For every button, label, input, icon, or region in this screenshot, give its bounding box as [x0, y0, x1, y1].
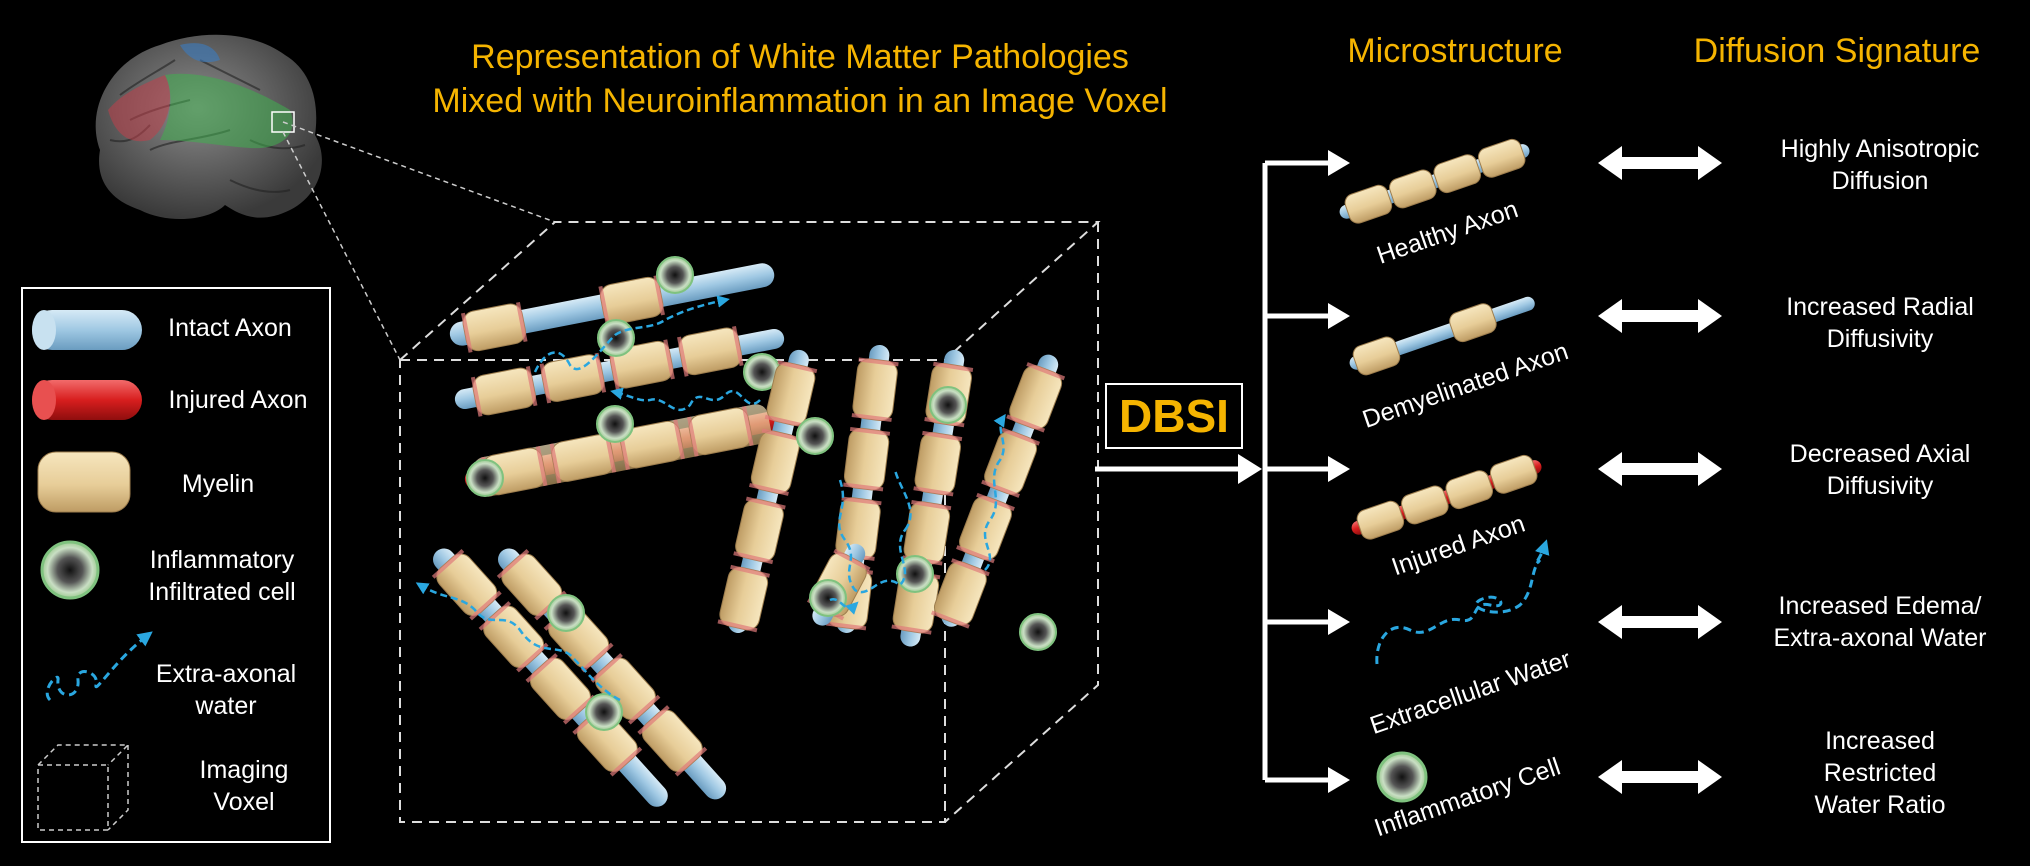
signature-4-line-1: Increased Edema/ [1779, 592, 1982, 620]
legend-label-water-line-1: Extra-axonal [156, 660, 296, 688]
imaging-voxel-icon [37, 744, 130, 831]
brain-illustration [95, 34, 556, 361]
legend-label-myelin: Myelin [182, 470, 254, 498]
title-line-2: Mixed with Neuroinflammation in an Image… [432, 82, 1167, 120]
signature-1-line-2: Diffusion [1832, 167, 1929, 195]
double-arrow-5 [1598, 760, 1722, 794]
double-arrow-3 [1598, 452, 1722, 486]
diffusion-signatures: Highly Anisotropic Diffusion Increased R… [1773, 135, 1986, 819]
signature-5-line-3: Water Ratio [1814, 791, 1945, 819]
header-diffusion-signature: Diffusion Signature [1694, 32, 1981, 70]
double-arrow-2 [1598, 299, 1722, 333]
header-microstructure: Microstructure [1347, 32, 1562, 70]
signature-3-line-1: Decreased Axial [1790, 440, 1971, 468]
signature-5-line-2: Restricted [1824, 759, 1937, 787]
row-demyelinated-axon: Demyelinated Axon [1349, 296, 1572, 434]
injured-axon-illustration [1351, 452, 1542, 543]
legend-label-voxel-line-2: Voxel [213, 788, 274, 816]
double-arrow-4 [1598, 605, 1722, 639]
dbsi-block: DBSI [1095, 383, 1262, 484]
legend-label-voxel-line-1: Imaging [200, 756, 289, 784]
dbsi-label: DBSI [1119, 390, 1229, 442]
inflammatory-cell-illustration [1376, 751, 1428, 803]
extra-axonal-water-icon [45, 631, 153, 702]
demyelinated-axon-illustration [1349, 296, 1535, 378]
legend-label-inflammatory-line-2: Infiltrated cell [148, 578, 295, 606]
axon-bundle-lower [415, 548, 727, 807]
signature-4-line-2: Extra-axonal Water [1773, 624, 1986, 652]
row-healthy-axon: Healthy Axon [1339, 136, 1530, 270]
title-line-1: Representation of White Matter Pathologi… [471, 38, 1129, 76]
legend-label-inflammatory-line-1: Inflammatory [150, 546, 295, 574]
injured-axon-icon [32, 380, 142, 420]
branch-arrowheads [1328, 150, 1350, 793]
healthy-axon-label: Healthy Axon [1373, 195, 1521, 269]
row-injured-axon: Injured Axon [1351, 452, 1542, 581]
intact-axon-icon [32, 310, 142, 350]
inflammatory-cell-icon [40, 540, 100, 600]
row-inflammatory-cell: Inflammatory Cell [1371, 751, 1564, 842]
signature-2-line-2: Diffusivity [1827, 325, 1934, 353]
signature-2-line-1: Increased Radial [1786, 293, 1974, 321]
signature-1-line-1: Highly Anisotropic [1781, 135, 1980, 163]
legend-label-intact-axon: Intact Axon [168, 314, 292, 342]
double-arrows [1598, 146, 1722, 794]
extracellular-water-illustration [1375, 539, 1550, 665]
myelin-icon [37, 451, 131, 513]
dbsi-arrow-head [1238, 454, 1262, 484]
legend-label-injured-axon: Injured Axon [169, 386, 308, 414]
legend: Intact Axon Injured Axon Myelin Inflamma… [21, 287, 331, 843]
healthy-axon-illustration [1339, 136, 1530, 227]
branch-tree [1262, 160, 1330, 783]
double-arrow-1 [1598, 146, 1722, 180]
signature-3-line-2: Diffusivity [1827, 472, 1934, 500]
axon-bundle-upper [449, 256, 785, 498]
extracellular-water-label: Extracellular Water [1366, 645, 1574, 740]
signature-5-line-1: Increased [1825, 727, 1935, 755]
legend-box [21, 287, 331, 843]
dbsi-box [1105, 383, 1243, 449]
axon-bundle-vertical [717, 344, 1066, 651]
legend-label-water-line-2: water [194, 692, 256, 720]
